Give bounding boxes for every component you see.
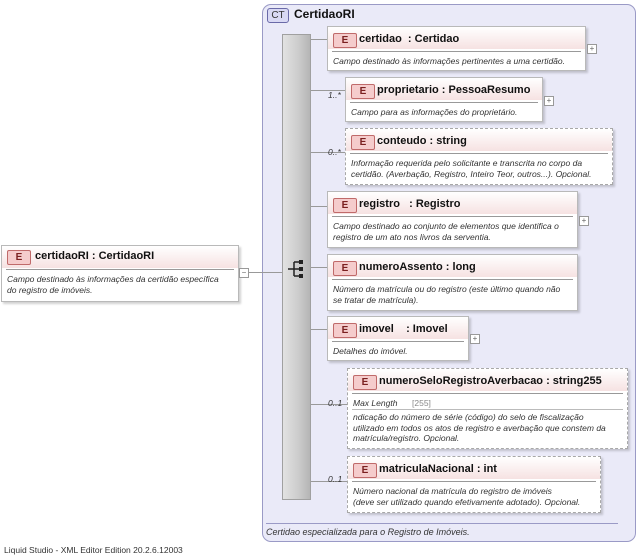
- complex-type-divider: [266, 523, 618, 524]
- expand-toggle[interactable]: +: [544, 96, 554, 106]
- element-title: numeroAssento : long: [359, 261, 476, 273]
- element-badge: E: [333, 261, 357, 276]
- element-title: registro : Registro: [359, 198, 461, 210]
- sequence-compositor-bar: [282, 34, 311, 500]
- root-element-description: Campo destinado às informações da certid…: [7, 274, 219, 295]
- complex-type-title: CertidaoRI: [294, 7, 355, 21]
- element-matriculaNacional[interactable]: E matriculaNacional : int Número naciona…: [347, 456, 601, 513]
- element-conteudo[interactable]: E conteudo : string Informação requerida…: [345, 128, 613, 185]
- element-proprietario[interactable]: E proprietario : PessoaResumo Campo para…: [345, 77, 543, 122]
- element-description: Campo destinado às informações pertinent…: [333, 56, 565, 66]
- element-badge: E: [351, 84, 375, 99]
- element-numeroAssento[interactable]: E numeroAssento : long Número da matrícu…: [327, 254, 578, 311]
- element-badge: E: [7, 250, 31, 265]
- element-description: ndicação do número de série (código) do …: [353, 412, 606, 443]
- root-element-title: certidaoRI : CertidaoRI: [35, 250, 155, 262]
- element-badge: E: [333, 198, 357, 213]
- connector-line: [262, 272, 282, 273]
- cardinality-label: 1..*: [328, 90, 341, 100]
- element-description: Número nacional da matrícula do registro…: [353, 486, 581, 507]
- element-description: Informação requerida pelo solicitante e …: [351, 158, 592, 179]
- element-title: certidao : Certidao: [359, 33, 460, 45]
- element-title: proprietario : PessoaResumo: [377, 84, 531, 96]
- expand-toggle[interactable]: +: [579, 216, 589, 226]
- element-description: Campo para as informações do proprietári…: [351, 107, 518, 117]
- element-badge: E: [353, 375, 377, 390]
- element-title: matriculaNacional : int: [379, 463, 497, 475]
- element-numeroSeloRegistroAverbacao[interactable]: E numeroSeloRegistroAverbacao : string25…: [347, 368, 628, 449]
- sequence-icon[interactable]: [286, 258, 308, 280]
- element-badge: E: [353, 463, 377, 478]
- cardinality-label: 0..*: [328, 147, 341, 157]
- element-registro[interactable]: E registro : Registro Campo destinado ao…: [327, 191, 578, 248]
- root-element-box[interactable]: E certidaoRI : CertidaoRI Campo destinad…: [1, 245, 239, 302]
- app-footer: Liquid Studio - XML Editor Edition 20.2.…: [4, 545, 183, 555]
- complex-type-description: Certidao especializada para o Registro d…: [266, 527, 470, 537]
- element-description: Número da matrícula ou do registro (este…: [333, 284, 561, 305]
- connector-line: [249, 272, 263, 273]
- facet-max-length-value: [255]: [412, 398, 431, 408]
- expand-toggle[interactable]: +: [587, 44, 597, 54]
- facet-max-length-label: Max Length: [353, 398, 398, 408]
- collapse-toggle[interactable]: −: [239, 268, 249, 278]
- element-badge: E: [333, 33, 357, 48]
- element-certidao[interactable]: E certidao : Certidao Campo destinado às…: [327, 26, 586, 71]
- cardinality-label: 0..1: [328, 398, 343, 408]
- element-title: imovel : Imovel: [359, 323, 448, 335]
- element-imovel[interactable]: E imovel : Imovel Detalhes do imóvel.: [327, 316, 469, 361]
- complex-type-badge: CT: [267, 8, 289, 23]
- element-description: Detalhes do imóvel.: [333, 346, 408, 356]
- expand-toggle[interactable]: +: [470, 334, 480, 344]
- cardinality-label: 0..1: [328, 474, 343, 484]
- element-badge: E: [333, 323, 357, 338]
- element-badge: E: [351, 135, 375, 150]
- element-title: conteudo : string: [377, 135, 467, 147]
- element-title: numeroSeloRegistroAverbacao : string255: [379, 375, 602, 387]
- element-description: Campo destinado ao conjunto de elementos…: [333, 221, 559, 242]
